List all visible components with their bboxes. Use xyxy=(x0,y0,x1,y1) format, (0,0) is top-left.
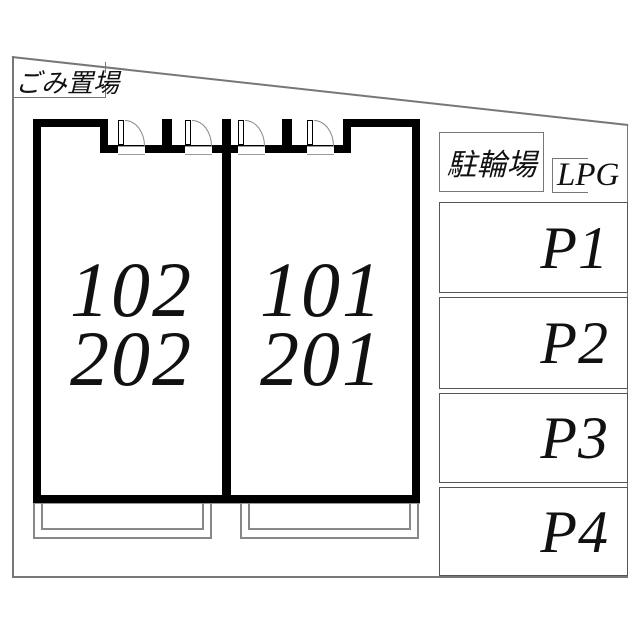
door-sill xyxy=(185,145,212,155)
site-boundary-bottom xyxy=(12,576,628,578)
bicycle-parking-box: 駐輪場 xyxy=(439,132,544,192)
parking-stall-label: P2 xyxy=(540,310,609,376)
parking-stall-1: P1 xyxy=(439,202,628,293)
building-wall-top-right xyxy=(343,119,420,127)
unit-number-202: 202 xyxy=(70,314,193,402)
parking-stall-label: P1 xyxy=(540,214,609,281)
door-sill xyxy=(238,145,265,155)
garbage-area-right-line xyxy=(104,86,106,98)
garbage-area-bottom-line xyxy=(12,96,105,98)
door-swing-arc xyxy=(192,120,212,146)
site-boundary-left xyxy=(12,56,14,577)
parking-stall-4: P4 xyxy=(439,487,628,576)
entry-recess-step-right xyxy=(343,119,351,153)
lpg-box xyxy=(552,158,588,193)
building-bottom-hairline xyxy=(33,503,420,504)
entry-recess-step-left xyxy=(100,119,108,153)
door-leaf xyxy=(185,120,191,145)
bicycle-parking-label: 駐輪場 xyxy=(446,149,537,182)
balcony-inner-rail xyxy=(41,503,204,530)
garbage-area-label: ごみ置場 xyxy=(15,69,120,98)
door-leaf xyxy=(238,120,244,145)
balcony-inner-rail xyxy=(248,503,411,530)
unit-label-right: 101 201 xyxy=(232,246,411,402)
balcony-outer-rail xyxy=(33,503,212,539)
door-swing-arc xyxy=(125,120,145,146)
parking-stall-3: P3 xyxy=(439,393,628,483)
door-sill xyxy=(118,145,145,155)
unit-number-101: 101 xyxy=(260,246,383,333)
lpg-label: LPG xyxy=(557,157,620,193)
parking-stall-label: P4 xyxy=(540,498,609,565)
entry-wall-pier-2 xyxy=(282,119,292,153)
unit-number-201: 201 xyxy=(260,314,383,402)
building-wall-left xyxy=(33,119,41,503)
garbage-area-boundary-tick xyxy=(104,62,106,73)
unit-dividing-wall xyxy=(222,119,231,503)
door-swing-arc xyxy=(314,120,334,146)
unit-number-102: 102 xyxy=(70,246,193,333)
unit-label-left: 102 202 xyxy=(42,246,221,402)
door-leaf xyxy=(307,120,313,145)
entry-wall-pier-1 xyxy=(162,119,172,153)
building-wall-top-left xyxy=(33,119,108,127)
balcony-outer-rail xyxy=(240,503,419,539)
parking-stall-2: P2 xyxy=(439,297,628,389)
building-wall-right xyxy=(412,119,420,503)
door-swing-arc xyxy=(245,120,265,146)
door-leaf xyxy=(118,120,124,145)
door-sill xyxy=(307,145,334,155)
parking-stall-label: P3 xyxy=(540,405,609,471)
